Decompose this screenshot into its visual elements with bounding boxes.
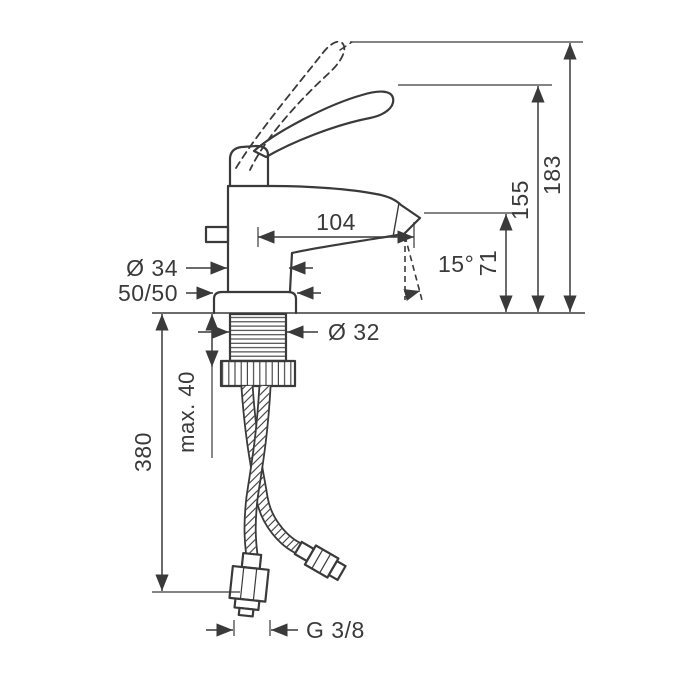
- dim-max40-label: max. 40: [174, 371, 199, 453]
- dimension-lines: [152, 41, 585, 637]
- threaded-shank: [228, 312, 288, 363]
- angle-arc: [403, 289, 421, 301]
- body-side-lever: [204, 225, 230, 244]
- handle-base: [228, 144, 270, 188]
- dimension-71: [424, 212, 520, 312]
- dim-angle-label: 15°: [438, 251, 474, 277]
- dim-g38-label: G 3/8: [306, 617, 365, 643]
- dimension-labels: 183 155 71 104 15° Ø 34 50/50 Ø 32 max. …: [118, 155, 565, 643]
- supply-hose-right: [240, 385, 303, 555]
- dim-d32-label: Ø 32: [328, 319, 380, 345]
- hose-fitting-angled: [293, 540, 347, 582]
- dim-155-label: 155: [507, 180, 533, 220]
- supply-hose-left: [243, 385, 272, 557]
- mounting-nut: [219, 359, 297, 388]
- hose-fitting-g38-nut: [228, 551, 270, 618]
- handle-raised-dashed-tip-line: [339, 41, 353, 51]
- dimension-155: [398, 84, 552, 312]
- dim-d34-label: Ø 34: [126, 255, 178, 281]
- faucet-figure: [204, 40, 423, 618]
- aerator-line: [392, 202, 400, 238]
- dim-183-label: 183: [539, 155, 565, 195]
- dimension-183: [350, 41, 583, 312]
- base-escutcheon: [212, 290, 298, 315]
- dimension-104: [257, 222, 415, 248]
- handle-raised-dashed-outline: [235, 40, 346, 171]
- dim-5050-label: 50/50: [118, 280, 178, 306]
- dim-380-label: 380: [130, 432, 156, 472]
- dim-71-label: 71: [475, 250, 501, 277]
- water-stream: [403, 235, 423, 301]
- dim-104-label: 104: [316, 209, 356, 235]
- dimension-380: [152, 314, 240, 593]
- faucet-body: [226, 184, 422, 293]
- handle-lever: [252, 90, 395, 159]
- dimension-g38: [206, 620, 298, 637]
